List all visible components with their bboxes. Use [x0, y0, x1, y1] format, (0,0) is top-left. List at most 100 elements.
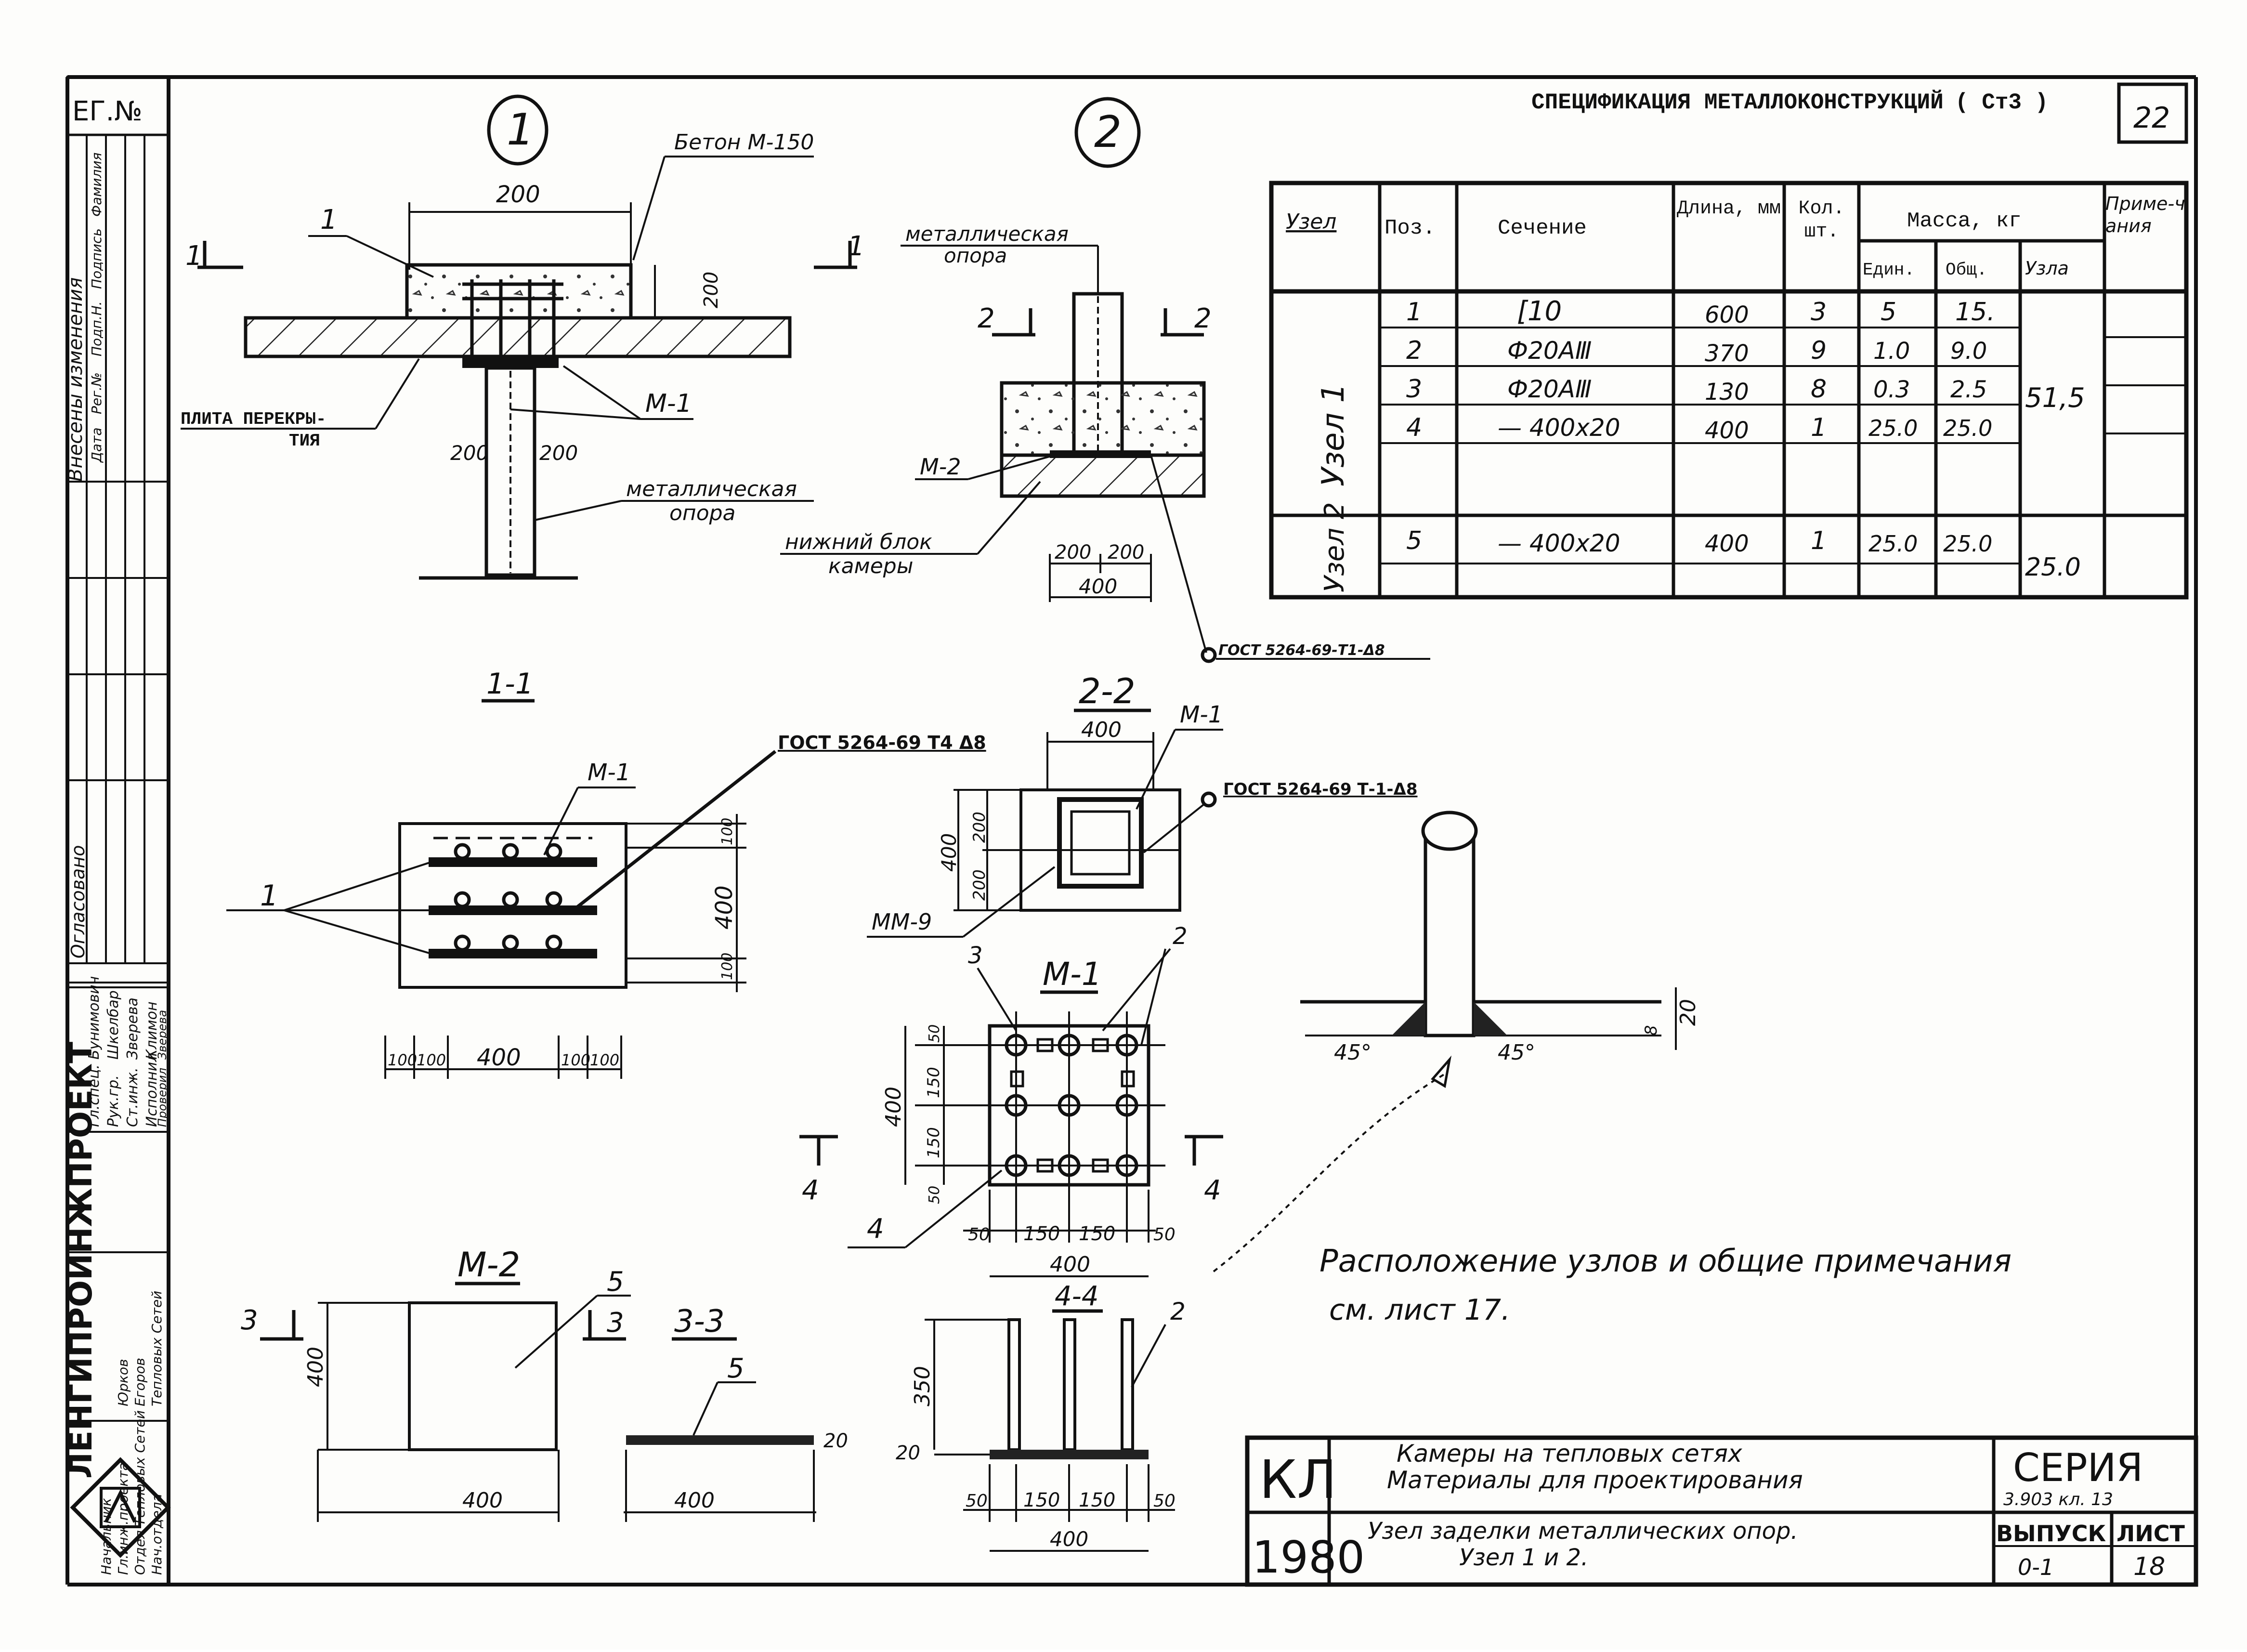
section44-dim-b2: 150 [1079, 1489, 1115, 1511]
node2-cut-left: 2 [978, 303, 995, 334]
m1-pos-a: 3 [968, 942, 983, 969]
m1-dim-b3: 50 [1153, 1225, 1176, 1245]
spec-group-1-mass: 25.0 [2025, 553, 2081, 582]
name-1: Егоров [132, 1358, 148, 1406]
spec-header-total: Общ. [1946, 260, 1987, 280]
signer-3-name: Климон [144, 1001, 160, 1060]
node1-dim-right-small: 200 [539, 441, 578, 465]
node1-embedded-bars [462, 279, 563, 366]
m2-dim-bottom: 400 [462, 1488, 503, 1513]
spec-row-pos: 3 [1406, 375, 1422, 404]
section-1-1: 1-1 М-1 ГОСТ 5264-69 Т4 Δ8 1 100 100 [226, 667, 986, 1079]
spec-header-node: Узел [1286, 210, 1336, 234]
title-block-grid [1245, 1435, 2198, 1587]
m2-pos-label: 5 [607, 1266, 624, 1298]
signer-2-name: Зверева [124, 997, 141, 1060]
section44-dim-base: 20 [896, 1442, 920, 1464]
spec-header-mass: Масса, кг [1907, 209, 2022, 233]
node2-concrete-block [1000, 381, 1206, 457]
approval-label: Огласовано [67, 845, 89, 958]
spec-row-length: 400 [1705, 530, 1749, 557]
signer-2-role: Ст.инж. [124, 1067, 141, 1127]
spec-row-section: [10 [1517, 296, 1562, 327]
node1-concrete-block [405, 263, 633, 320]
section11-dim-b1: 100 [417, 1051, 446, 1069]
spec-row-total: 2.5 [1950, 376, 1987, 403]
spec-row-length: 400 [1705, 417, 1749, 444]
spec-row-pos: 4 [1406, 413, 1422, 442]
spec-row: 1 [10 600 3 5 15. [1406, 296, 1995, 328]
section22-anchor-label: ММ-9 [872, 909, 932, 935]
m1-bolts [915, 1011, 1165, 1199]
section22-dim-l2: 200 [970, 869, 989, 901]
org-logo [70, 1457, 171, 1558]
title-line-1: Камеры на тепловых сетях [1397, 1440, 1742, 1468]
changes-col-1: Рег.№ [89, 372, 105, 414]
title-series-value: 3.903 кл. 13 [2003, 1490, 2113, 1509]
sheet-frame [65, 75, 2198, 1586]
m1-dim-b0: 50 [968, 1225, 990, 1245]
section44-dim-total: 400 [1050, 1527, 1088, 1551]
m1-pos-b: 2 [1173, 923, 1188, 950]
spec-row-unit: 0.3 [1873, 376, 1910, 403]
reg-no: ЕГ.№ [72, 96, 143, 127]
name-2: Тепловых Сетей [149, 1291, 165, 1406]
m1-dim-l0: 400 [881, 1087, 906, 1127]
title-code: КЛ [1259, 1449, 1337, 1510]
spec-row-unit: 5 [1881, 298, 1896, 327]
spec-row-pos: 5 [1406, 526, 1422, 555]
spec-header-node-mass: Узла [2025, 258, 2069, 279]
spec-row: 4 — 400х20 400 1 25.0 25.0 [1406, 413, 1992, 444]
signer-0-role: Гл.спец. [86, 1064, 103, 1127]
spec-header-pos: Поз. [1385, 216, 1436, 240]
section44-title: 4-4 [1055, 1281, 1098, 1312]
org-name: ЛЕНГИПРОИНЖПРОЕКТ [62, 1042, 99, 1479]
changes-grid [67, 134, 169, 964]
section44-dim-b3: 50 [1153, 1491, 1176, 1511]
section22-plate-label: М-1 [1180, 701, 1223, 728]
m1-dim-l1: 50 [926, 1024, 943, 1043]
node2-block-label-2: камеры [828, 554, 913, 578]
spec-row-qty: 9 [1811, 336, 1827, 365]
m2-outline [408, 1301, 558, 1451]
spec-group-0-node: Узел 1 [1316, 383, 1351, 486]
signer-4-role: Проверил [156, 1068, 169, 1127]
section11-dim-r2: 100 [719, 953, 736, 980]
spec-row-unit: 25.0 [1868, 415, 1918, 441]
title-sheet-value: 18 [2133, 1552, 2165, 1581]
section11-channels [429, 837, 597, 958]
section11-title: 1-1 [486, 667, 534, 701]
spec-header-note-box: Приме-чания [2105, 193, 2185, 236]
section33-small: 20 [823, 1430, 848, 1452]
node2-support-label-1: металлическая [905, 222, 1069, 246]
node1-plate [462, 356, 559, 368]
spec-header-note: Приме-чания [2105, 193, 2185, 236]
section44-dim-b0: 50 [966, 1491, 988, 1511]
section11-dim-b4: 100 [590, 1051, 619, 1069]
node2-weld-note: ГОСТ 5264-69-Т1-Δ8 [1218, 642, 1385, 659]
spec-table: Узел Поз. Сечение Длина, мм Кол. шт. Мас… [1269, 181, 2189, 600]
spec-row-length: 130 [1705, 379, 1749, 406]
title-series-label: СЕРИЯ [2013, 1445, 2143, 1490]
section44-pos-label: 2 [1170, 1298, 1186, 1325]
section11-plate-label: М-1 [588, 759, 630, 786]
pipe-small: 8 [1642, 1025, 1661, 1036]
spec-row-qty: 1 [1811, 413, 1827, 442]
section11-dim-b0: 100 [388, 1051, 417, 1069]
m1-cut-left: 4 [802, 1175, 819, 1206]
spec-header-qty-box: Кол. шт. [1798, 198, 1844, 243]
node2-dim-total: 400 [1079, 575, 1117, 598]
pipe-angle-right: 45° [1498, 1040, 1535, 1065]
section11-pos-label: 1 [260, 879, 278, 913]
m2-dim-side: 400 [303, 1347, 328, 1387]
section44-dim-height: 350 [910, 1366, 935, 1406]
section22-dim-l0: 400 [937, 833, 961, 872]
node1-support-label-1: металлическая [626, 477, 797, 501]
node2-block-label-1: нижний блок [785, 530, 932, 554]
node2-plate [1050, 450, 1151, 458]
changes-col-4: Фамилия [89, 152, 105, 217]
spec-row: 3 Ф20АⅢ 130 8 0.3 2.5 [1406, 375, 1987, 406]
spec-row-section: Ф20АⅢ [1507, 337, 1592, 365]
spec-row-section: — 400х20 [1498, 529, 1620, 557]
